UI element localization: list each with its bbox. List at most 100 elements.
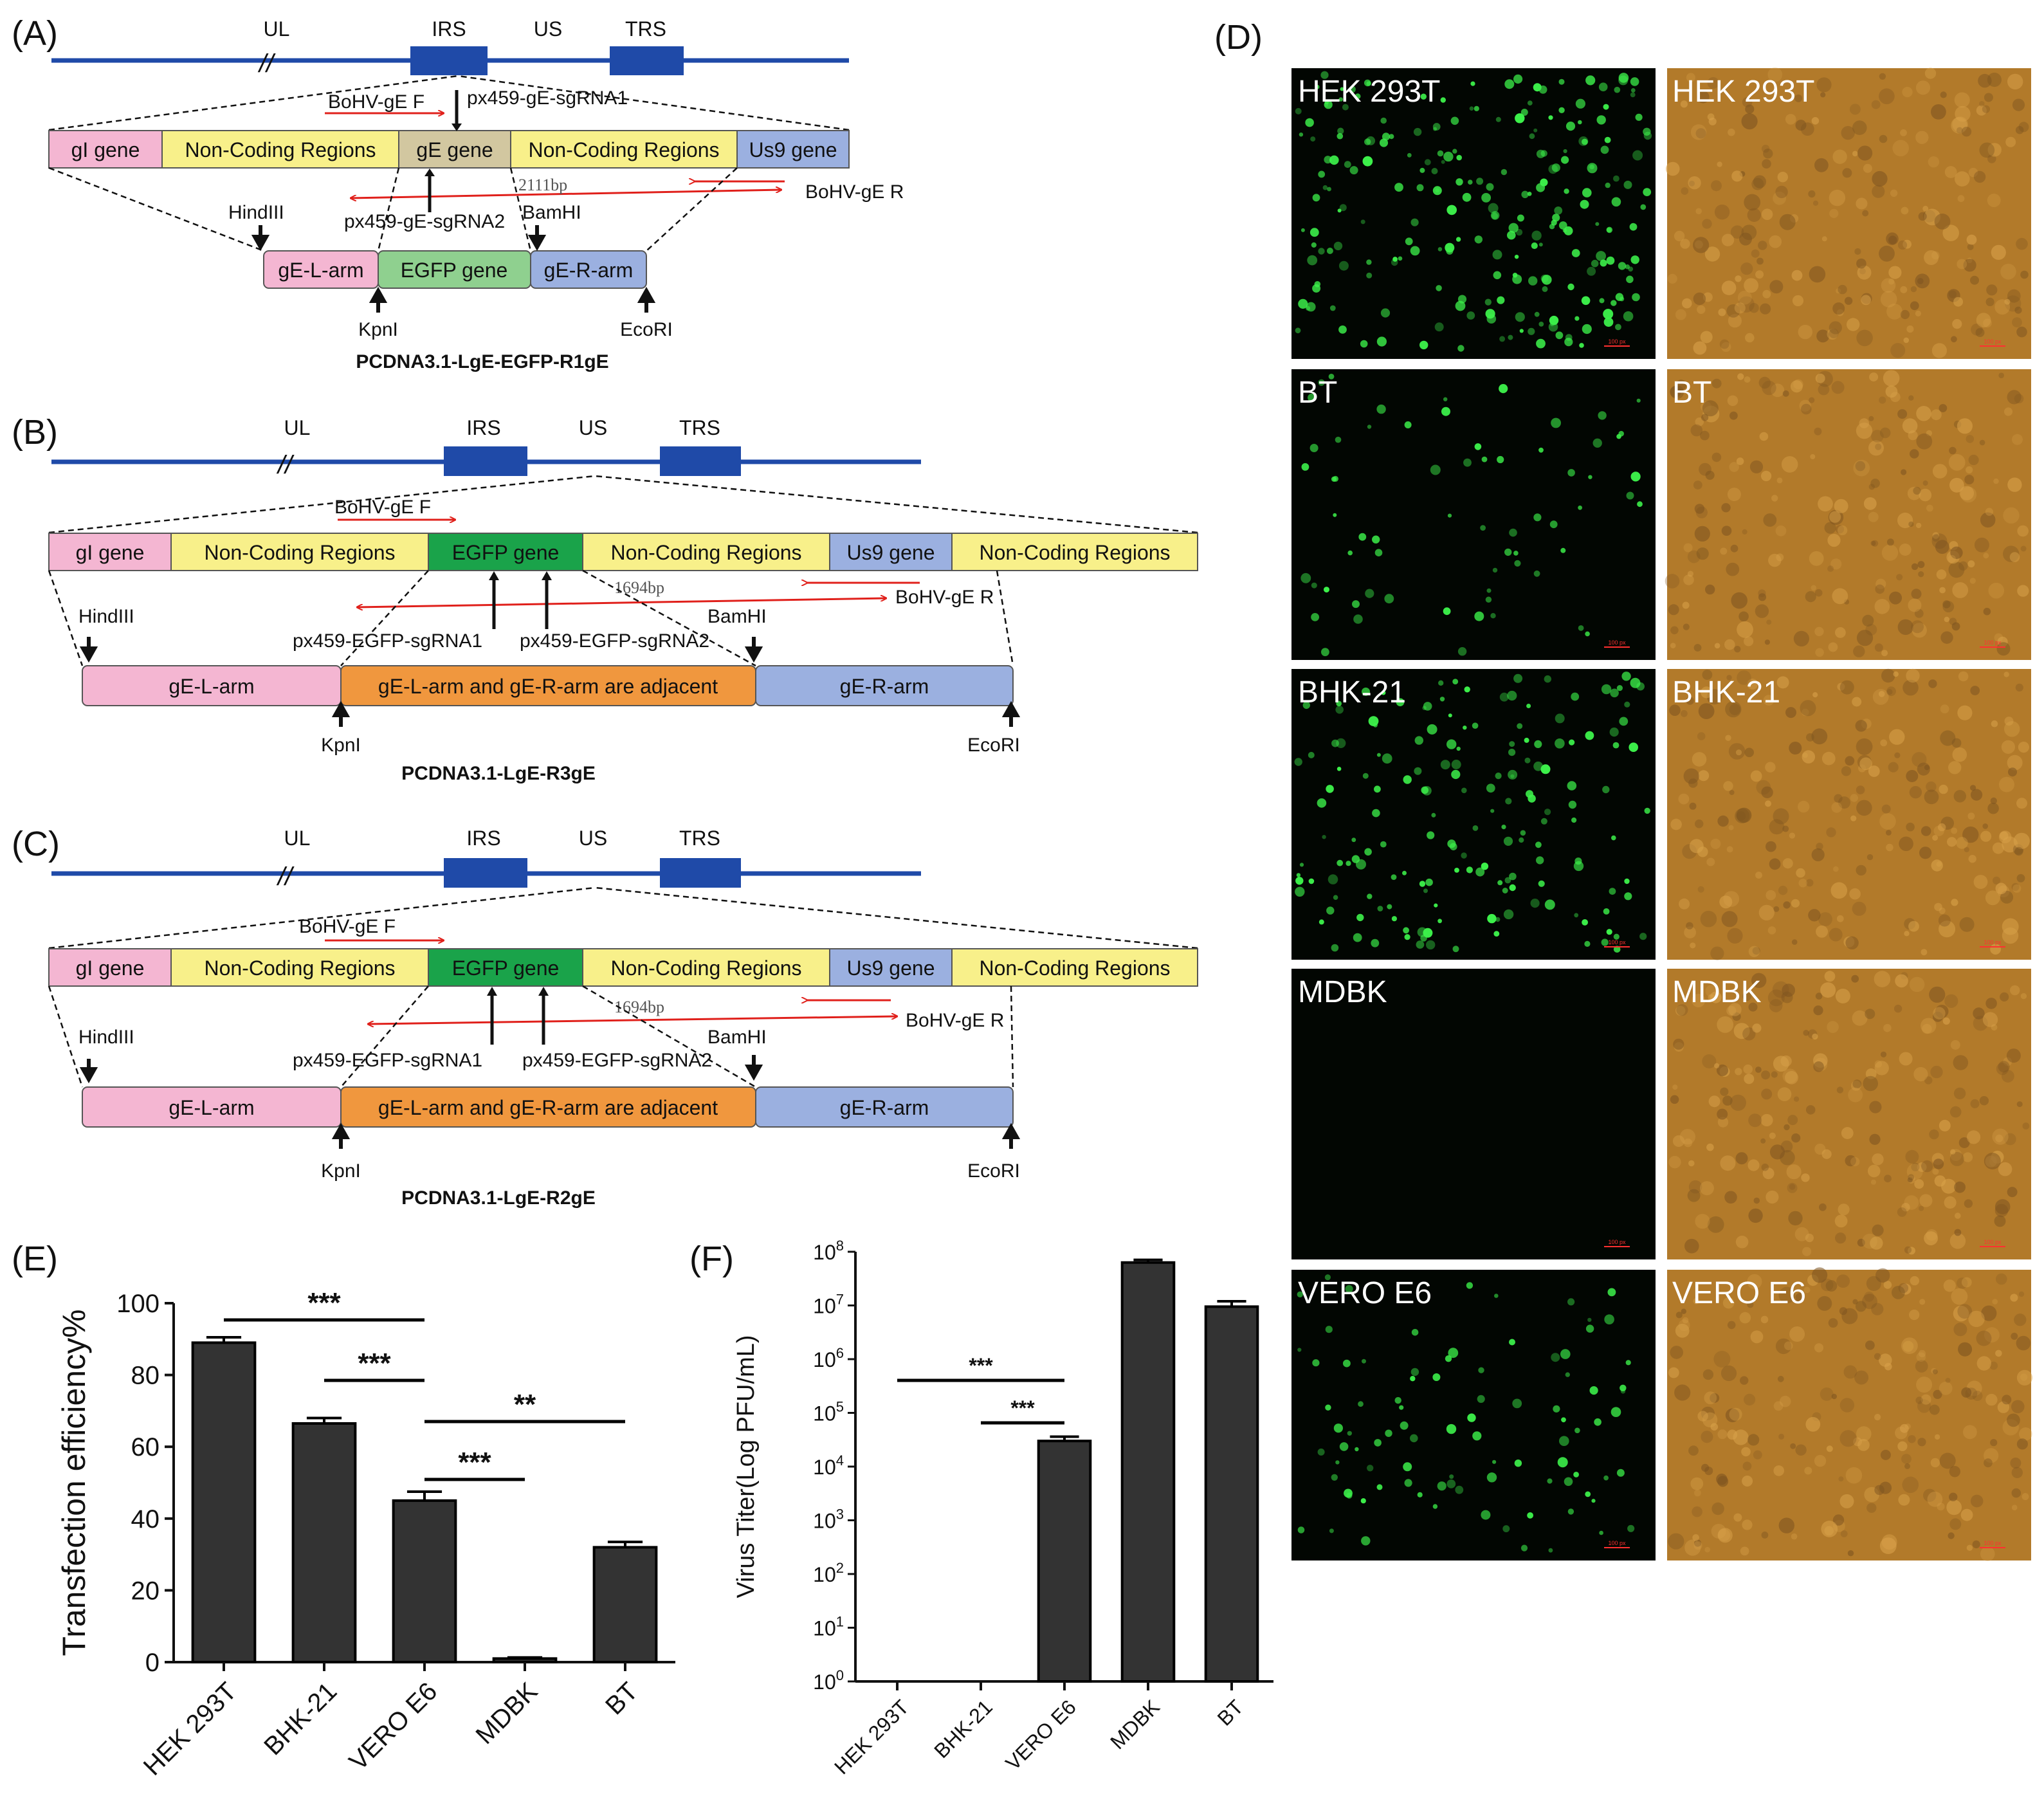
brightfield-cell — [1883, 1023, 1892, 1032]
brightfield-cell — [1818, 496, 1833, 512]
fluorescent-cell — [1463, 726, 1467, 730]
fluorescent-cell — [1561, 1417, 1566, 1423]
fluorescent-cell — [1339, 204, 1347, 212]
fluorescent-cell — [1515, 228, 1523, 236]
brightfield-cell — [1996, 1273, 2007, 1285]
brightfield-cell — [1688, 1445, 1699, 1456]
brightfield-cell — [1794, 94, 1803, 102]
gene-label: Non-Coding Regions — [979, 541, 1170, 564]
brightfield-cell — [1815, 993, 1823, 1000]
brightfield-cell — [1731, 592, 1747, 609]
brightfield-cell — [1689, 180, 1695, 187]
brightfield-cell — [1881, 278, 1896, 293]
brightfield-cell — [1924, 250, 1939, 265]
fluorescent-cell — [1464, 686, 1470, 693]
brightfield-cell — [1910, 1276, 1919, 1286]
brightfield-cell — [1839, 680, 1854, 695]
brightfield-cell — [2008, 767, 2017, 777]
brightfield-cell — [1805, 1105, 1816, 1115]
brightfield-cell — [1889, 591, 1903, 605]
brightfield-cell — [1803, 1030, 1809, 1036]
site-kpni: KpnI — [358, 319, 398, 340]
fluorescent-cell — [1578, 136, 1589, 146]
site-ecori: EcoRI — [967, 735, 1020, 756]
brightfield-cell — [1672, 1085, 1678, 1090]
gene-label: Non-Coding Regions — [204, 956, 395, 980]
fluorescent-cell — [1567, 1298, 1575, 1306]
brightfield-cell — [1871, 430, 1884, 443]
fluorescent-cell — [1342, 104, 1349, 111]
brightfield-cell — [1921, 949, 1928, 956]
brightfield-cell — [1973, 1007, 1985, 1020]
brightfield-cell — [1711, 452, 1722, 462]
site-hindiii: HindIII — [228, 202, 284, 223]
brightfield-cell — [1771, 1071, 1778, 1078]
fluorescent-cell — [1404, 421, 1412, 428]
brightfield-cell — [1831, 802, 1842, 813]
brightfield-cell — [1932, 1369, 1938, 1375]
significance-label: *** — [1010, 1396, 1035, 1420]
x-tick-label: BHK-21 — [929, 1695, 997, 1762]
fluorescent-cell — [1480, 525, 1486, 531]
fluorescent-cell — [1504, 79, 1515, 89]
fluorescent-cell — [1538, 447, 1544, 453]
donor-line — [646, 167, 738, 252]
brightfield-cell — [1888, 279, 1895, 285]
brightfield-cell — [1760, 1138, 1766, 1144]
fluorescent-cell — [1569, 739, 1575, 746]
site-kpni: KpnI — [321, 735, 361, 756]
fluorescent-cell — [1361, 1536, 1371, 1546]
brightfield-cell — [1805, 879, 1814, 887]
brightfield-cell — [1852, 151, 1858, 157]
brightfield-cell — [1705, 470, 1715, 480]
fluorescent-cell — [1441, 407, 1450, 416]
brightfield-cell — [1957, 259, 1967, 270]
brightfield-cell — [1682, 1317, 1689, 1324]
fluorescent-cell — [1573, 1472, 1580, 1478]
brightfield-cell — [1839, 1398, 1855, 1413]
brightfield-cell — [1856, 785, 1865, 794]
brightfield-cell — [1989, 1361, 1998, 1370]
fluorescent-cell — [1513, 673, 1523, 683]
brightfield-cell — [1938, 914, 1951, 927]
brightfield-cell — [1864, 1292, 1875, 1302]
brightfield-cell — [1981, 1305, 1997, 1321]
fluorescent-cell — [1298, 298, 1308, 309]
genome-label-us: US — [579, 416, 607, 439]
fluorescent-cell — [1380, 117, 1387, 124]
fluorescent-cell — [1614, 86, 1621, 93]
brightfield-cell — [2001, 740, 2015, 754]
brightfield-cell — [1874, 1061, 1889, 1075]
fluorescent-cell — [1625, 1360, 1631, 1366]
brightfield-cell — [1729, 411, 1738, 420]
fluorescent-cell — [1311, 242, 1317, 248]
brightfield-cell — [1838, 796, 1850, 809]
fluorescent-cell — [1639, 933, 1647, 940]
fluorescent-cell — [1621, 672, 1631, 681]
fluorescent-cell — [1417, 1492, 1423, 1497]
brightfield-cell — [1718, 1529, 1731, 1541]
zoom-line — [594, 475, 1198, 534]
fluorescent-cell — [1362, 156, 1373, 167]
genome-label-ul: UL — [284, 827, 311, 850]
brightfield-cell — [1801, 1173, 1810, 1182]
donor-label: gE-L-arm — [169, 675, 254, 698]
fluorescent-cell — [1325, 1326, 1333, 1333]
brightfield-cell — [1771, 383, 1785, 398]
brightfield-cell — [1853, 459, 1870, 477]
fluorescent-cell — [1612, 742, 1620, 749]
brightfield-cell — [1837, 682, 1845, 691]
sgrna1-head — [489, 571, 499, 580]
fluorescent-cell — [1423, 888, 1428, 893]
fluorescent-cell — [1312, 194, 1320, 202]
brightfield-cell — [1917, 561, 1925, 569]
bar — [191, 1341, 257, 1663]
brightfield-cell — [1847, 1550, 1854, 1557]
brightfield-cell — [1728, 128, 1735, 136]
fluorescent-cell — [1366, 259, 1372, 265]
brightfield-cell — [1802, 753, 1808, 758]
brightfield-cell — [1886, 689, 1893, 695]
fluorescent-cell — [1328, 874, 1338, 884]
brightfield-cell — [1872, 170, 1888, 187]
brightfield-cell — [1795, 1292, 1805, 1303]
